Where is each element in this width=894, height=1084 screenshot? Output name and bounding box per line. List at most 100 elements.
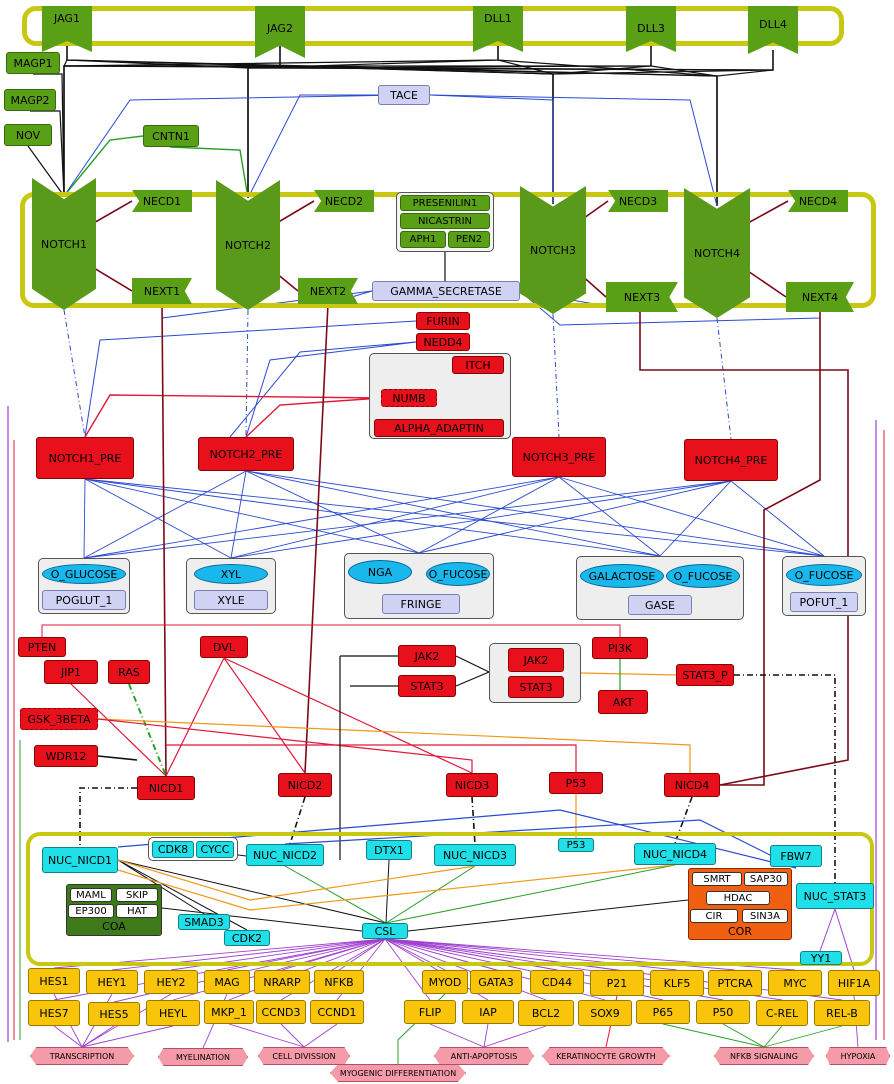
node-cdk2[interactable]: CDK2 bbox=[224, 930, 270, 946]
node-nuc-nicd4[interactable]: NUC_NICD4 bbox=[634, 843, 716, 865]
node-p53-nuclear[interactable]: P53 bbox=[558, 838, 594, 852]
phenotype-nfkb-signaling[interactable]: NFKB SIGNALING bbox=[714, 1047, 814, 1065]
node-hdac[interactable]: HDAC bbox=[706, 891, 770, 905]
node-p21[interactable]: P21 bbox=[590, 970, 644, 996]
node-presenilin1[interactable]: PRESENILIN1 bbox=[400, 195, 490, 211]
node-next1[interactable]: NEXT1 bbox=[132, 278, 192, 304]
node-hes1[interactable]: HES1 bbox=[28, 968, 80, 994]
node-nuc-stat3[interactable]: NUC_STAT3 bbox=[796, 883, 874, 909]
phenotype-myelination[interactable]: MYELINATION bbox=[158, 1048, 248, 1066]
node-necd2[interactable]: NECD2 bbox=[314, 190, 374, 212]
node-csl[interactable]: CSL bbox=[362, 923, 408, 939]
node-jak2-complex[interactable]: JAK2 bbox=[508, 648, 564, 672]
node-necd1[interactable]: NECD1 bbox=[132, 190, 192, 212]
node-notch4-pre[interactable]: NOTCH4_PRE bbox=[684, 439, 778, 481]
node-gata3[interactable]: GATA3 bbox=[470, 970, 522, 994]
node-tace[interactable]: TACE bbox=[378, 85, 430, 105]
node-nicastrin[interactable]: NICASTRIN bbox=[400, 213, 490, 229]
node-numb[interactable]: NUMB bbox=[381, 389, 437, 407]
node-nedd4[interactable]: NEDD4 bbox=[416, 333, 470, 351]
phenotype-transcription[interactable]: TRANSCRIPTION bbox=[30, 1047, 134, 1065]
receptor-notch4[interactable]: NOTCH4 bbox=[684, 188, 750, 318]
node-klf5[interactable]: KLF5 bbox=[650, 970, 704, 996]
node-xyl[interactable]: XYL bbox=[194, 564, 268, 584]
node-pi3k[interactable]: PI3K bbox=[592, 637, 648, 659]
node-sox9[interactable]: SOX9 bbox=[578, 1000, 632, 1026]
node-hat[interactable]: HAT bbox=[116, 904, 158, 918]
node-myod[interactable]: MYOD bbox=[422, 970, 468, 994]
node-pen2[interactable]: PEN2 bbox=[448, 231, 490, 248]
node-notch3-pre[interactable]: NOTCH3_PRE bbox=[512, 437, 606, 477]
node-smrt[interactable]: SMRT bbox=[692, 872, 742, 886]
phenotype-keratinocyte-growth[interactable]: KERATINOCYTE GROWTH bbox=[542, 1047, 670, 1065]
node-stat3-p[interactable]: STAT3_P bbox=[676, 664, 734, 686]
node-ras[interactable]: RAS bbox=[108, 660, 150, 684]
node-nicd3[interactable]: NICD3 bbox=[446, 773, 498, 797]
node-gsk3beta[interactable]: GSK_3BETA bbox=[20, 708, 98, 730]
node-skip[interactable]: SKIP bbox=[116, 888, 158, 902]
node-aph1[interactable]: APH1 bbox=[400, 231, 446, 248]
node-pten[interactable]: PTEN bbox=[18, 637, 66, 657]
node-nfkb[interactable]: NFKB bbox=[314, 970, 364, 994]
node-o-fucose-fringe[interactable]: O_FUCOSE bbox=[426, 562, 490, 586]
node-sin3a[interactable]: SIN3A bbox=[742, 909, 788, 923]
node-fringe[interactable]: FRINGE bbox=[382, 594, 460, 614]
node-alpha-adaptin[interactable]: ALPHA_ADAPTIN bbox=[374, 419, 504, 437]
node-nuc-nicd2[interactable]: NUC_NICD2 bbox=[246, 844, 324, 866]
receptor-notch2[interactable]: NOTCH2 bbox=[216, 180, 280, 310]
node-ep300[interactable]: EP300 bbox=[68, 904, 114, 918]
node-smad3[interactable]: SMAD3 bbox=[178, 914, 230, 930]
node-akt[interactable]: AKT bbox=[598, 690, 648, 714]
node-pofut1[interactable]: POFUT_1 bbox=[790, 592, 858, 612]
node-jip1[interactable]: JIP1 bbox=[44, 660, 98, 684]
node-flip[interactable]: FLIP bbox=[404, 1000, 456, 1024]
node-hif1a[interactable]: HIF1A bbox=[828, 970, 880, 996]
node-fbw7[interactable]: FBW7 bbox=[770, 845, 822, 867]
node-notch2-pre[interactable]: NOTCH2_PRE bbox=[198, 437, 294, 471]
phenotype-myogenic-differentiation[interactable]: MYOGENIC DIFFERENTIATION bbox=[330, 1064, 466, 1082]
node-gase[interactable]: GASE bbox=[628, 595, 692, 615]
node-xyle[interactable]: XYLE bbox=[194, 590, 268, 610]
node-o-glucose[interactable]: O_GLUCOSE bbox=[42, 564, 126, 584]
node-dtx1[interactable]: DTX1 bbox=[366, 840, 412, 860]
node-dvl[interactable]: DVL bbox=[200, 636, 248, 658]
node-nicd4[interactable]: NICD4 bbox=[664, 773, 720, 797]
node-bcl2[interactable]: BCL2 bbox=[518, 1000, 574, 1026]
node-iap[interactable]: IAP bbox=[462, 1000, 514, 1024]
node-nuc-nicd1[interactable]: NUC_NICD1 bbox=[42, 847, 118, 873]
node-sap30[interactable]: SAP30 bbox=[744, 872, 788, 886]
node-rel-b[interactable]: REL-B bbox=[814, 1000, 870, 1026]
node-magp1[interactable]: MAGP1 bbox=[6, 52, 60, 74]
node-stat3-complex[interactable]: STAT3 bbox=[508, 676, 564, 698]
node-jak2[interactable]: JAK2 bbox=[398, 645, 456, 667]
node-necd3[interactable]: NECD3 bbox=[608, 190, 668, 212]
node-hes5[interactable]: HES5 bbox=[88, 1002, 140, 1026]
node-yy1[interactable]: YY1 bbox=[800, 951, 842, 965]
node-notch1-pre[interactable]: NOTCH1_PRE bbox=[36, 437, 134, 479]
node-next4[interactable]: NEXT4 bbox=[786, 282, 854, 312]
node-nrarp[interactable]: NRARP bbox=[254, 970, 310, 994]
node-myc[interactable]: MYC bbox=[768, 970, 822, 996]
node-cd44[interactable]: CD44 bbox=[530, 970, 584, 994]
node-cdk8[interactable]: CDK8 bbox=[152, 841, 194, 858]
node-necd4[interactable]: NECD4 bbox=[788, 190, 848, 212]
node-mkp1[interactable]: MKP_1 bbox=[204, 1000, 254, 1024]
node-stat3[interactable]: STAT3 bbox=[398, 675, 456, 697]
node-cir[interactable]: CIR bbox=[690, 909, 738, 923]
phenotype-hypoxia[interactable]: HYPOXIA bbox=[826, 1047, 890, 1065]
node-mag[interactable]: MAG bbox=[204, 970, 250, 994]
node-hey1[interactable]: HEY1 bbox=[86, 970, 138, 994]
node-o-fucose-pofut[interactable]: O_FUCOSE bbox=[786, 564, 862, 586]
node-hes7[interactable]: HES7 bbox=[28, 1000, 80, 1026]
node-ccnd1[interactable]: CCND1 bbox=[310, 1000, 364, 1024]
node-wdr12[interactable]: WDR12 bbox=[34, 745, 98, 767]
receptor-notch3[interactable]: NOTCH3 bbox=[520, 186, 586, 314]
phenotype-cell-division[interactable]: CELL DIVISSION bbox=[258, 1047, 350, 1065]
node-o-fucose-gase[interactable]: O_FUCOSE bbox=[666, 564, 740, 588]
node-nuc-nicd3[interactable]: NUC_NICD3 bbox=[434, 844, 516, 866]
node-p50[interactable]: P50 bbox=[696, 1000, 750, 1024]
node-next2[interactable]: NEXT2 bbox=[298, 278, 358, 304]
node-ccnd3[interactable]: CCND3 bbox=[256, 1000, 306, 1024]
node-heyl[interactable]: HEYL bbox=[146, 1000, 200, 1026]
node-nicd2[interactable]: NICD2 bbox=[278, 773, 332, 797]
